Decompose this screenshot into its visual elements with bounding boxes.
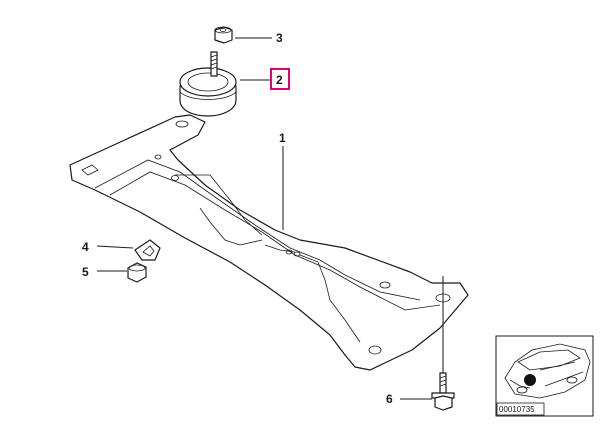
svg-text:6: 6 [386,392,393,406]
leader-lines [96,37,444,400]
rubber-mount-part-2 [179,51,237,117]
crossmember-part-1 [69,114,469,371]
callout-4: 4 [82,240,89,254]
callout-6: 6 [386,392,393,406]
callout-5: 5 [82,265,89,279]
nut-part-5 [127,262,147,283]
callout-1: 1 [279,131,286,145]
svg-text:2: 2 [276,73,283,87]
svg-text:4: 4 [82,240,89,254]
washer-part-4 [134,239,161,261]
svg-text:5: 5 [82,265,89,279]
nut-part-3 [214,26,233,44]
reference-code: 00010735 [499,405,535,414]
svg-text:3: 3 [276,31,283,45]
svg-text:1: 1 [279,131,286,145]
callout-3: 3 [276,31,283,45]
car-outline-icon [504,343,591,399]
bolt-part-6 [431,372,455,411]
callout-2[interactable]: 2 [270,68,290,90]
callout-2-highlight-box [270,68,290,90]
location-marker-icon [524,374,536,386]
vehicle-locator-inset: 00010735 [495,335,594,417]
